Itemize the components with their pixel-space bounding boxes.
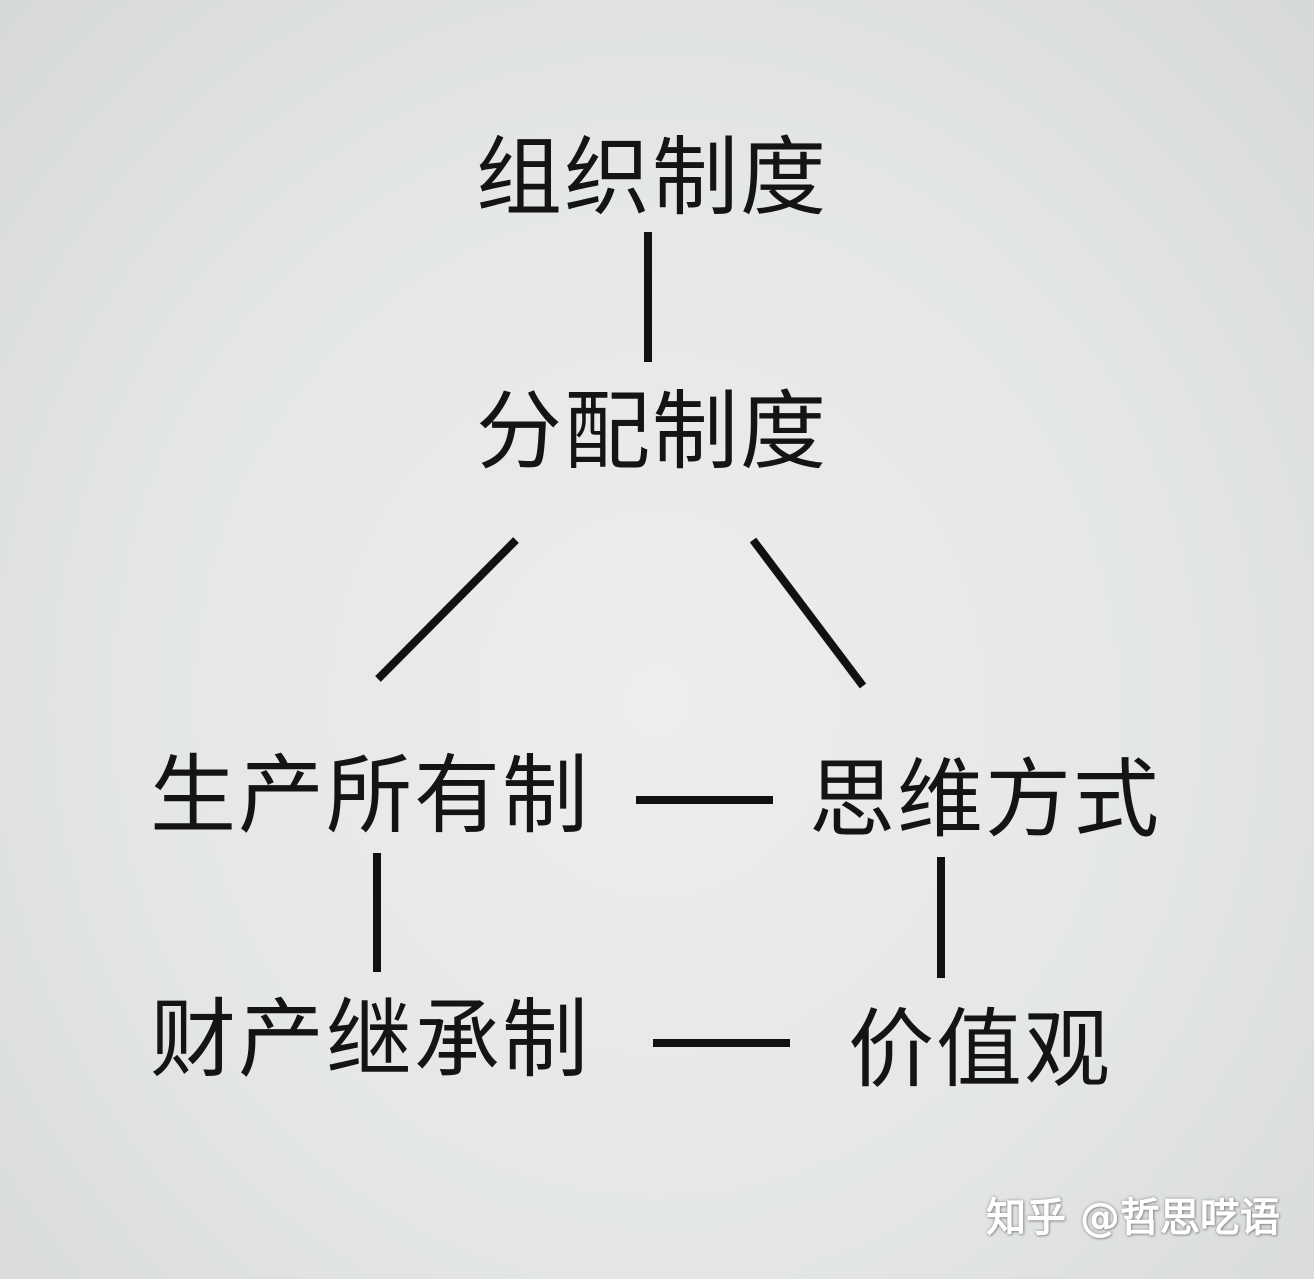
node-distribution-system: 分配制度: [476, 382, 828, 482]
node-values: 价值观: [848, 1000, 1112, 1100]
watermark-text: 知乎 @哲思呓语: [986, 1195, 1280, 1241]
link-distribution-production: [375, 537, 519, 682]
link-distribution-thinking: [749, 537, 867, 689]
node-organization-system: 组织制度: [476, 128, 828, 228]
node-property-inheritance: 财产继承制: [150, 990, 590, 1090]
node-way-of-thinking: 思维方式: [809, 750, 1161, 850]
node-production-ownership: 生产所有制: [150, 746, 590, 846]
